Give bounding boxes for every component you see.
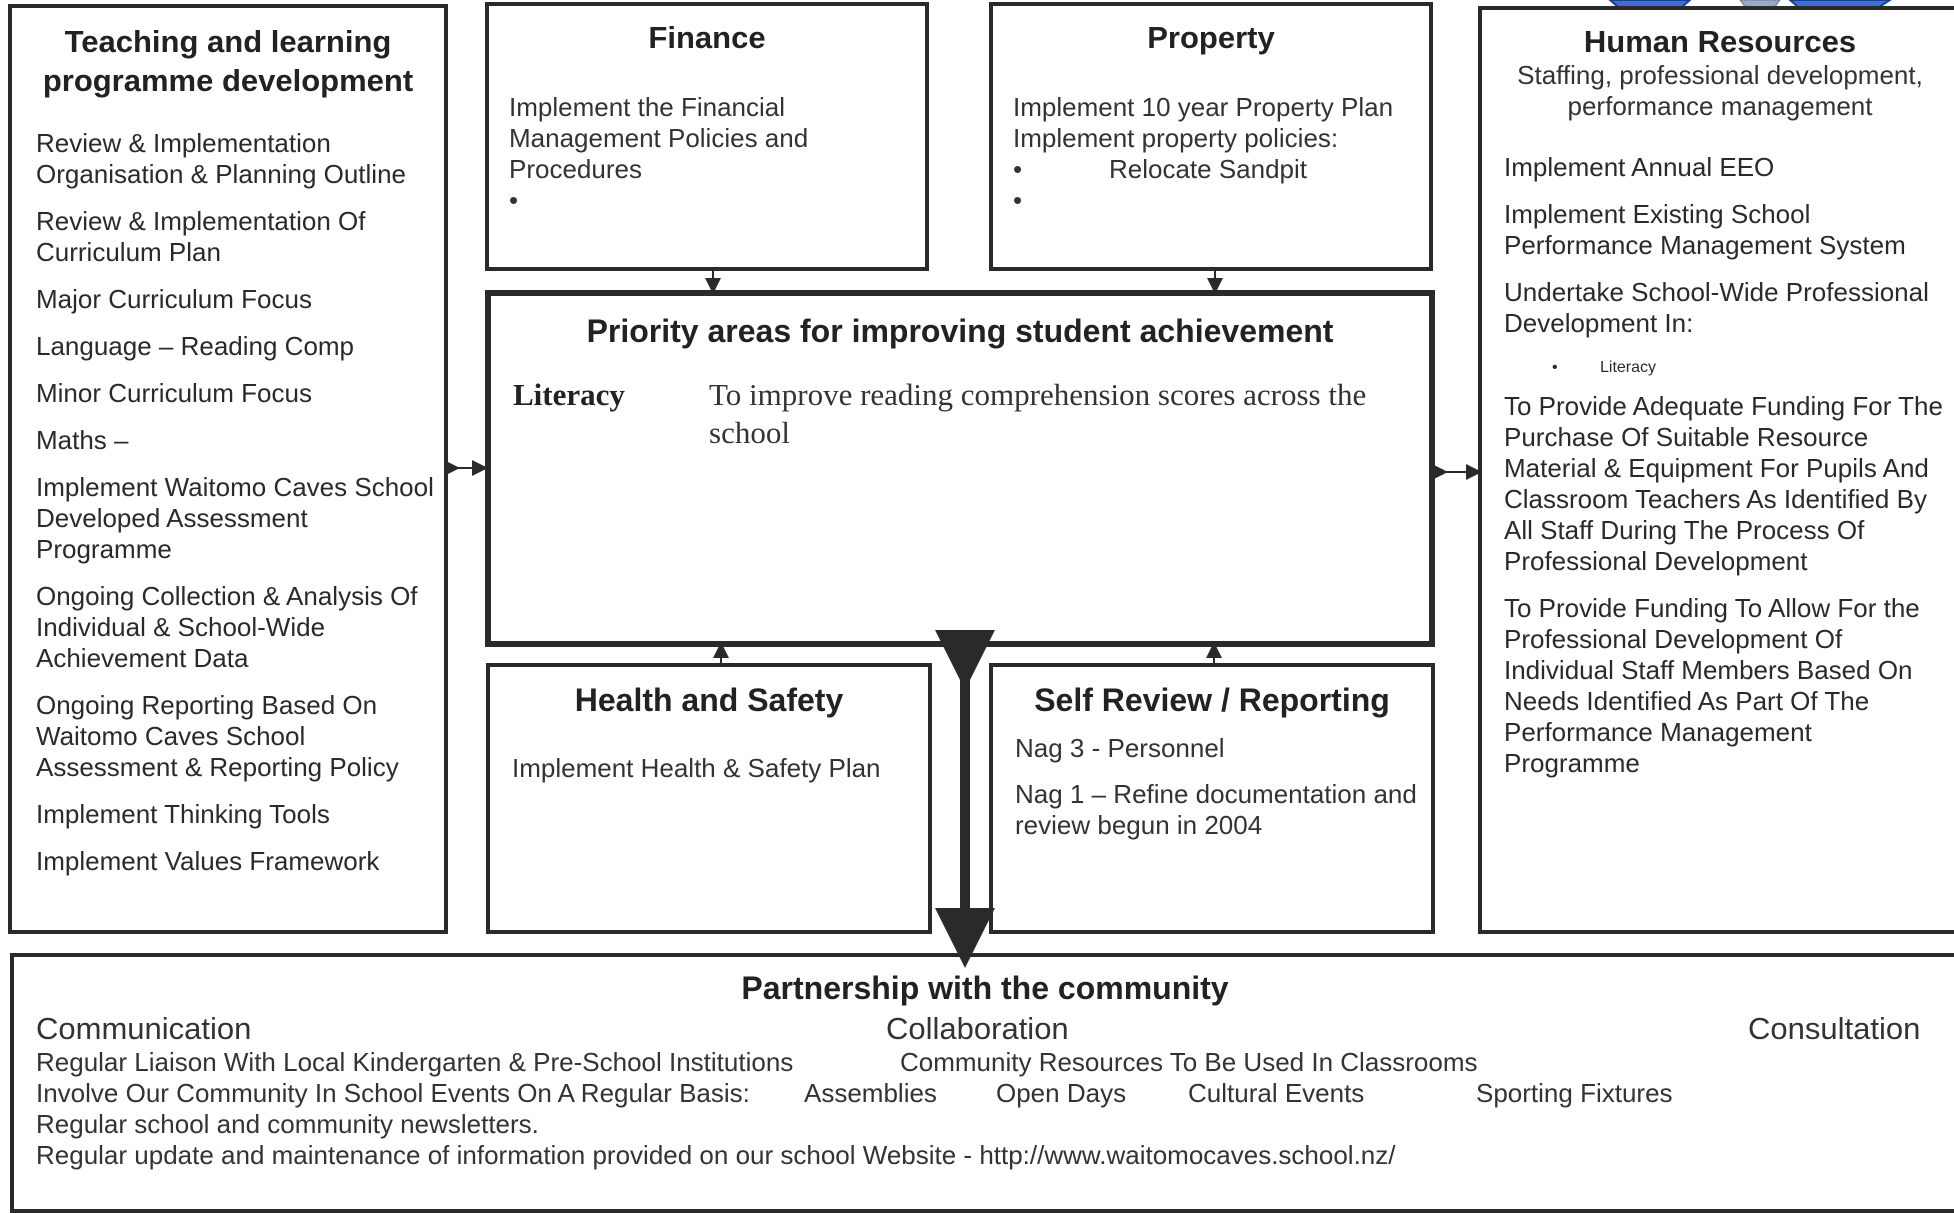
list-item: Ongoing Collection & Analysis Of Individ… (36, 581, 418, 673)
hr-subtitle: Staffing, professional development, perf… (1517, 60, 1923, 121)
health-title: Health and Safety (574, 682, 844, 718)
list-item: Nag 1 – Refine documentation and review … (1015, 779, 1417, 840)
teaching-list: Review & Implementation Organisation & P… (36, 128, 436, 893)
finance-body: Implement the Financial Management Polic… (509, 92, 919, 216)
list-item: Minor Curriculum Focus (36, 378, 312, 408)
list-item: Language – Reading Comp (36, 331, 355, 361)
bullet-icon: • (1552, 359, 1558, 376)
hr-sub-bullet: • Literacy (1504, 359, 1954, 377)
self-review-box: Self Review / Reporting Nag 3 - Personne… (989, 663, 1435, 934)
property-line: Implement 10 year Property Plan (1013, 92, 1394, 122)
list-item: Implement Waitomo Caves School Developed… (36, 472, 434, 564)
review-title: Self Review / Reporting (1034, 682, 1390, 718)
list-item: Nag 3 - Personnel (1015, 733, 1225, 763)
list-item: Implement Annual EEO (1504, 152, 1775, 182)
priority-label: Literacy (513, 377, 625, 412)
collaboration-heading: Collaboration (886, 1011, 1069, 1046)
list-item: Undertake School-Wide Professional Devel… (1504, 277, 1929, 338)
bullet-icon: • (509, 185, 519, 215)
list-item: To Provide Adequate Funding For The Purc… (1504, 391, 1943, 576)
list-item: Implement Thinking Tools (36, 799, 330, 829)
property-box: Property Implement 10 year Property Plan… (989, 2, 1433, 271)
property-title: Property (1147, 20, 1275, 55)
finance-box: Finance Implement the Financial Manageme… (485, 2, 929, 271)
list-item: Review & Implementation Organisation & P… (36, 128, 407, 189)
list-item: To Provide Funding To Allow For the Prof… (1504, 593, 1920, 778)
priority-title: Priority areas for improving student ach… (586, 313, 1334, 349)
community-title: Partnership with the community (741, 970, 1229, 1006)
community-line: Involve Our Community In School Events O… (36, 1078, 750, 1108)
hr-title: Human Resources (1583, 24, 1857, 59)
hr-list: Implement Annual EEO Implement Existing … (1504, 152, 1954, 795)
community-line: Regular Liaison With Local Kindergarten … (36, 1047, 794, 1077)
communication-heading: Communication (36, 1011, 252, 1046)
community-line: Regular school and community newsletters… (36, 1109, 539, 1139)
community-event: Open Days (996, 1078, 1127, 1108)
list-item: Implement Existing School Performance Ma… (1504, 199, 1906, 260)
community-event: Cultural Events (1188, 1078, 1365, 1108)
finance-title: Finance (648, 20, 766, 55)
health-safety-box: Health and Safety Implement Health & Saf… (486, 663, 932, 934)
community-box: Partnership with the community Communica… (10, 953, 1954, 1213)
consultation-heading: Consultation (1748, 1011, 1921, 1046)
list-item: Review & Implementation Of Curriculum Pl… (36, 206, 366, 267)
property-line: Implement property policies: (1013, 123, 1339, 153)
community-event: Assemblies (804, 1078, 937, 1108)
bullet-icon: • (1013, 154, 1023, 184)
hr-sub-bullet-text: Literacy (1600, 359, 1657, 376)
list-item: Implement Values Framework (36, 846, 380, 876)
list-item: Major Curriculum Focus (36, 284, 312, 314)
community-event: Sporting Fixtures (1476, 1078, 1673, 1108)
teaching-title: Teaching and learning programme developm… (42, 24, 414, 98)
review-body: Nag 3 - Personnel Nag 1 – Refine documen… (1015, 733, 1425, 856)
priority-text: To improve reading comprehension scores … (709, 377, 1367, 450)
teaching-learning-box: Teaching and learning programme developm… (8, 4, 448, 934)
community-line: Regular update and maintenance of inform… (36, 1140, 1396, 1170)
priority-areas-box: Priority areas for improving student ach… (485, 290, 1435, 647)
property-bullet-text: Relocate Sandpit (1109, 154, 1308, 184)
property-body: Implement 10 year Property Plan Implemen… (1013, 92, 1423, 216)
list-item: Maths – (36, 425, 129, 455)
finance-text: Implement the Financial Management Polic… (509, 92, 809, 184)
bullet-icon: • (1013, 185, 1023, 215)
list-item: Ongoing Reporting Based On Waitomo Caves… (36, 690, 399, 782)
health-text: Implement Health & Safety Plan (512, 753, 881, 783)
community-line: Community Resources To Be Used In Classr… (900, 1047, 1478, 1077)
property-bullet-item: • Relocate Sandpit (1013, 154, 1423, 185)
human-resources-box: Human Resources Staffing, professional d… (1478, 6, 1954, 934)
